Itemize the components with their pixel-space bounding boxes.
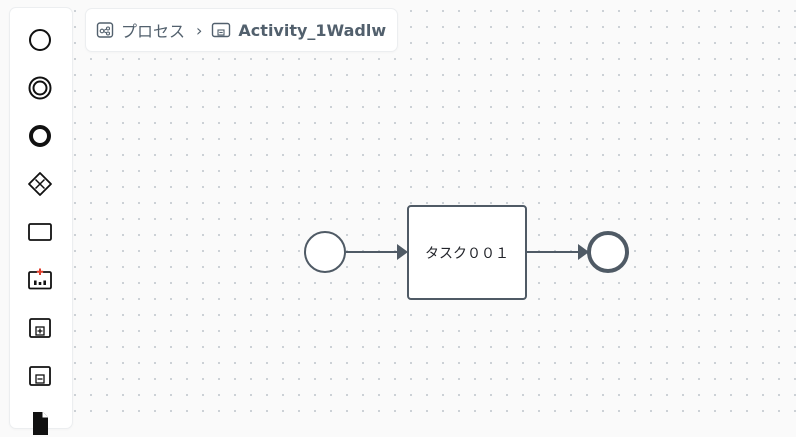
intermediate-event-icon <box>28 76 52 100</box>
subprocess-expand-icon <box>29 318 51 338</box>
breadcrumb-label-process: プロセス <box>121 22 186 41</box>
task-label: タスク００１ <box>425 246 509 262</box>
start-event-tool[interactable] <box>25 25 55 55</box>
end-event-tool[interactable] <box>25 121 55 151</box>
intermediate-event-tool[interactable] <box>25 73 55 103</box>
process-icon <box>96 22 114 38</box>
end-event-icon <box>29 125 51 147</box>
gateway-icon <box>28 172 52 196</box>
bpmn-diagram: タスク００１ <box>304 205 629 300</box>
breadcrumb-item-process[interactable]: プロセス <box>96 18 185 42</box>
breadcrumb: プロセス › Activity_1Wadlw <box>86 9 398 51</box>
breadcrumb-separator: › <box>196 20 203 40</box>
task-node[interactable]: タスク００１ <box>407 205 527 300</box>
subprocess-icon <box>212 22 231 38</box>
tool-palette <box>10 8 72 435</box>
sequence-flow-2[interactable] <box>527 244 589 260</box>
expanded-subprocess-tool[interactable] <box>25 313 55 343</box>
start-event[interactable] <box>304 231 346 273</box>
gateway-tool[interactable] <box>25 169 55 199</box>
breadcrumb-item-activity[interactable]: Activity_1Wadlw <box>211 21 386 40</box>
breadcrumb-label-activity: Activity_1Wadlw <box>238 20 387 40</box>
sequence-flow-1[interactable] <box>346 244 408 260</box>
end-event[interactable] <box>587 231 629 273</box>
collapsed-subprocess-tool[interactable] <box>25 361 55 391</box>
diagram-canvas[interactable] <box>0 0 796 419</box>
subprocess-icon <box>28 268 52 290</box>
task-tool[interactable] <box>25 217 55 247</box>
subprocess-tool[interactable] <box>25 265 55 295</box>
task-icon <box>28 223 52 241</box>
start-event-icon <box>29 29 51 51</box>
subprocess-collapse-icon <box>29 366 51 386</box>
